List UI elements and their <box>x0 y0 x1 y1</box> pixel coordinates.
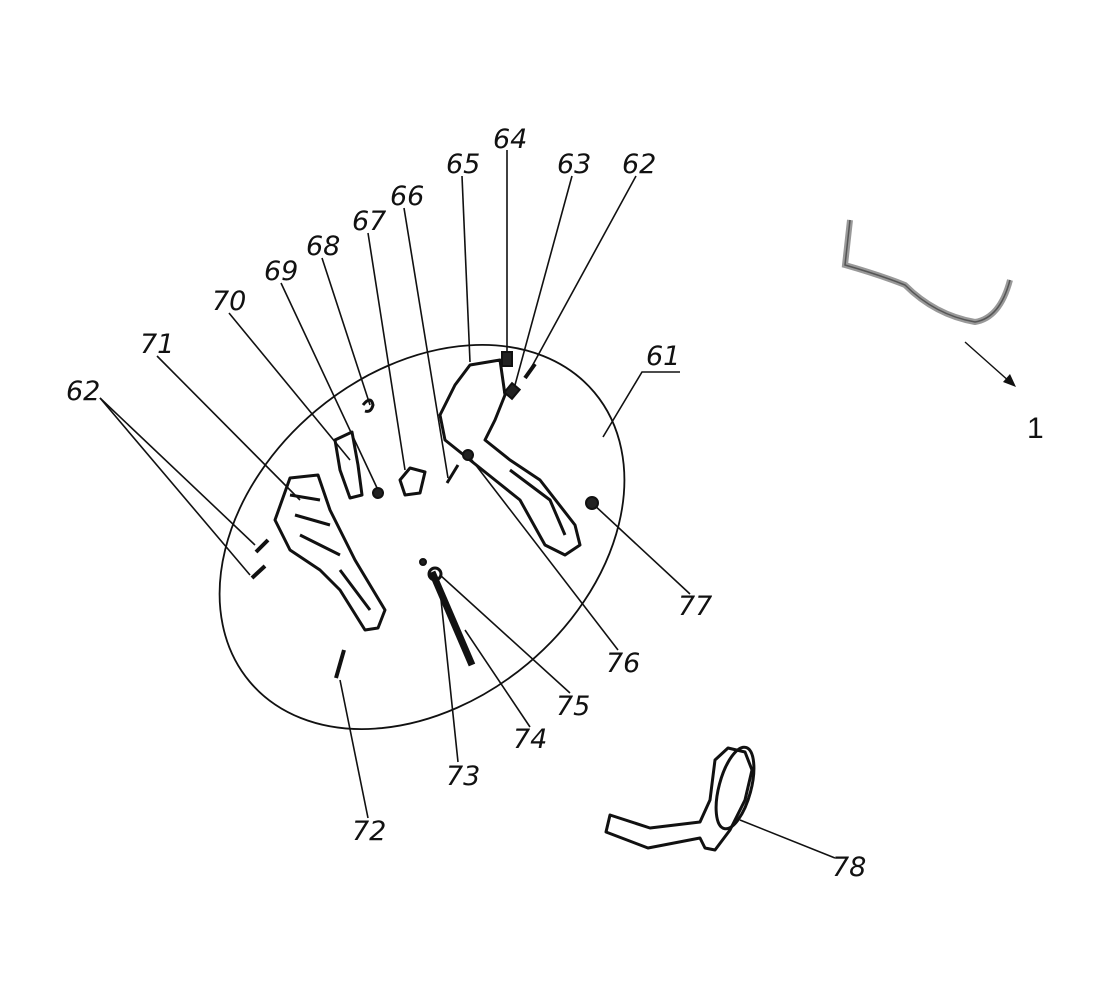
callout-76: 76 <box>606 648 640 679</box>
callout-72: 72 <box>352 816 386 847</box>
handlebar-part <box>604 745 756 852</box>
screws-left <box>250 538 346 679</box>
callout-71: 71 <box>140 329 174 360</box>
assembly-wire-part <box>841 219 1013 326</box>
callout-62-left: 62 <box>66 376 100 407</box>
leader-lines <box>99 150 836 859</box>
callout-69: 69 <box>264 256 298 287</box>
callout-78: 78 <box>832 852 866 883</box>
callout-61: 61 <box>646 341 680 372</box>
callout-63: 63 <box>557 149 591 180</box>
callout-67: 67 <box>352 206 386 237</box>
detail-ellipse <box>218 344 626 730</box>
callout-assembly-1: 1 <box>1027 412 1044 445</box>
latch-part <box>398 466 427 497</box>
callout-68: 68 <box>306 231 340 262</box>
callout-75: 75 <box>556 691 590 722</box>
callout-66: 66 <box>390 181 424 212</box>
callout-62-top: 62 <box>622 149 656 180</box>
arrow-icon <box>964 341 1016 387</box>
callout-77: 77 <box>678 591 712 622</box>
spring-rod-part <box>419 558 476 667</box>
bracket-part <box>273 473 387 632</box>
callout-65: 65 <box>446 149 480 180</box>
callout-74: 74 <box>513 724 547 755</box>
callout-70: 70 <box>212 286 246 317</box>
callout-73: 73 <box>446 761 480 792</box>
handle-grip-part <box>438 358 582 557</box>
callout-64: 64 <box>493 124 527 155</box>
small-fasteners <box>361 351 599 510</box>
lever-part <box>333 430 364 500</box>
